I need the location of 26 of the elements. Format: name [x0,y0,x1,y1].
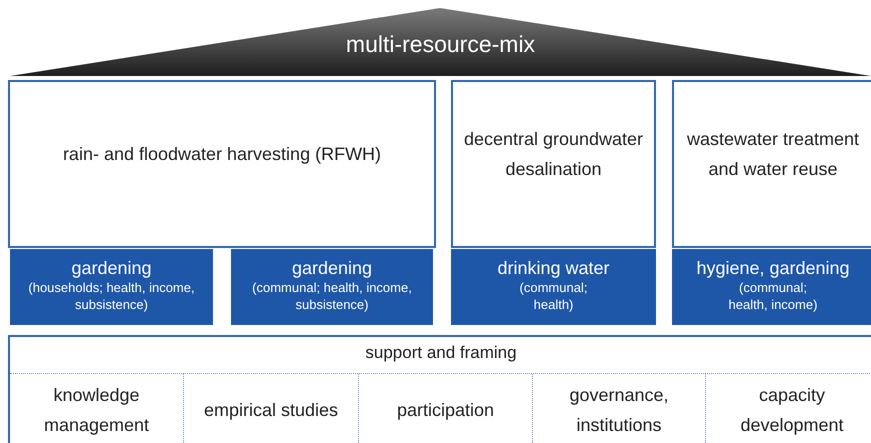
resource-label: wastewater treatment and water reuse [686,128,860,181]
resource-box [8,80,436,248]
outcome-details: (communal; health, income) [728,279,818,313]
support-frame [8,335,871,443]
outcome-box [672,249,871,325]
outcome-box [231,249,433,325]
outcome-heading: gardening [292,257,372,279]
cell-label: capacity development [739,384,845,437]
outcome-details: (households; health, income, subsistence) [27,279,196,313]
outcome-heading: hygiene, gardening [696,257,850,279]
frame-heading: support and framing [364,343,518,363]
cell-label: knowledge management [42,384,150,437]
resource-box [451,80,656,248]
cell-label: empirical studies [204,398,338,422]
outcome-box [451,249,656,325]
outcome-box [10,249,213,325]
outcome-details: (communal; health, income, subsistence) [251,279,413,313]
resource-label: rain- and floodwater harvesting (RFWH) [62,143,382,166]
outcome-heading: gardening [71,257,152,279]
cell-label: participation [396,398,494,422]
outcome-details: (communal; health) [518,279,588,313]
outcome-heading: drinking water [497,257,610,279]
cell-label: governance, institutions [568,384,670,436]
resource-box [672,80,871,248]
resource-label: decentral groundwater desalination [463,128,644,181]
roof-label: multi-resource-mix [346,31,536,58]
